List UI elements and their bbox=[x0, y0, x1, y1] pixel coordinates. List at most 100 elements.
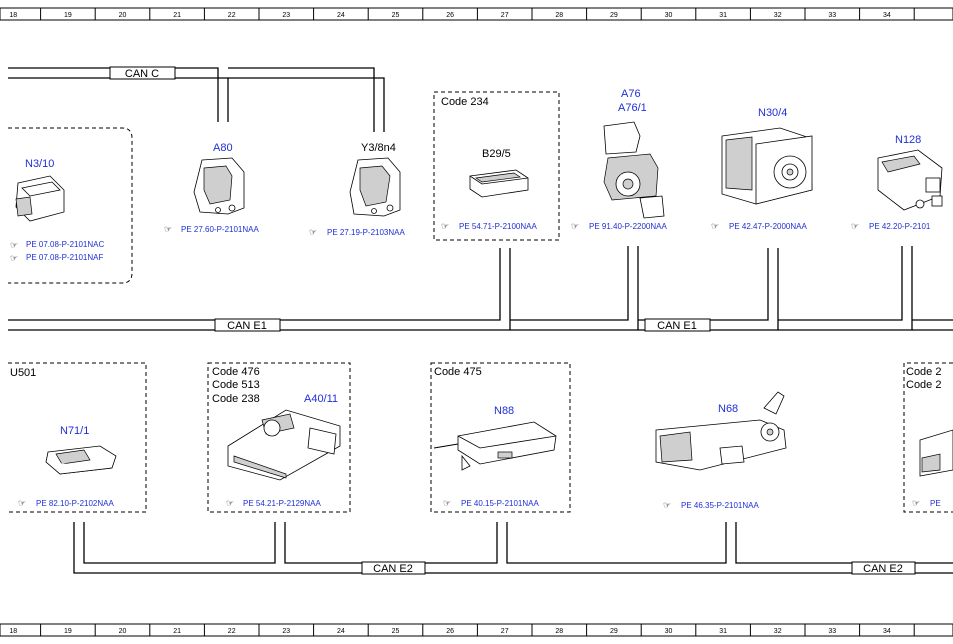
pointing-hand-icon: ☞ bbox=[441, 221, 449, 231]
component-a76[interactable]: A76 A76/1 ☞ PE 91.40-P-2200NAA bbox=[571, 88, 667, 231]
can-e2-bus: CAN E2 CAN E2 bbox=[73, 522, 953, 575]
component-a80[interactable]: A80 ☞ PE 27.60-P-2101NAA bbox=[164, 142, 259, 234]
reference-link[interactable]: PE 27.60-P-2101NAA bbox=[181, 225, 259, 234]
reference-link[interactable]: PE 91.40-P-2200NAA bbox=[589, 222, 667, 231]
component-id: N30/4 bbox=[758, 107, 787, 119]
ruler-column-number: 25 bbox=[392, 628, 400, 635]
sensor-box-icon bbox=[469, 169, 529, 198]
pointing-hand-icon: ☞ bbox=[663, 500, 671, 510]
component-n88[interactable]: Code 475 N88 ☞ PE 40.15-P-2101NAA bbox=[433, 366, 557, 508]
ruler-column-number: 33 bbox=[828, 12, 836, 19]
ruler-column-number: 33 bbox=[828, 628, 836, 635]
component-b29-5[interactable]: Code 234 B29/5 ☞ PE 54.71-P-2100NAA bbox=[441, 96, 537, 231]
code-475-group-box bbox=[430, 362, 571, 513]
ruler-column-number: 30 bbox=[665, 12, 673, 19]
module-housing-icon bbox=[193, 157, 245, 215]
component-n68[interactable]: N68 ☞ PE 46.35-P-2101NAA bbox=[655, 391, 787, 510]
can-e2-label-left: CAN E2 bbox=[373, 563, 413, 575]
ruler-column-number: 30 bbox=[665, 628, 673, 635]
reference-link[interactable]: PE 54.21-P-2129NAA bbox=[243, 499, 321, 508]
component-y3-8n4[interactable]: Y3/8n4 ☞ PE 27.19-P-2103NAA bbox=[309, 142, 405, 237]
component-id: N128 bbox=[895, 134, 921, 146]
ruler-column-number: 26 bbox=[446, 628, 454, 635]
code-label-3: Code 238 bbox=[212, 393, 260, 405]
ruler-column-number: 28 bbox=[555, 12, 563, 19]
reference-link[interactable]: PE 46.35-P-2101NAA bbox=[681, 501, 759, 510]
pointing-hand-icon: ☞ bbox=[18, 498, 26, 508]
component-n71-1[interactable]: U501 N71/1 ☞ PE 82.10-P-2102NAA bbox=[10, 367, 117, 508]
ruler-column-number: 21 bbox=[173, 12, 181, 19]
ruler-column-number: 31 bbox=[719, 628, 727, 635]
pointing-hand-icon: ☞ bbox=[851, 221, 859, 231]
ruler-column-number: 26 bbox=[446, 12, 454, 19]
engine-control-unit-icon bbox=[15, 175, 65, 222]
ruler-column-number: 34 bbox=[883, 12, 891, 19]
component-id: A80 bbox=[213, 142, 233, 154]
pointing-hand-icon: ☞ bbox=[10, 253, 18, 263]
ruler-column-number: 32 bbox=[774, 12, 782, 19]
component-a40-11[interactable]: Code 476 Code 513 Code 238 A40/11 ☞ PE 5… bbox=[212, 366, 341, 508]
reference-link[interactable]: PE 82.10-P-2102NAA bbox=[36, 499, 114, 508]
ruler-column-number: 21 bbox=[173, 628, 181, 635]
component-id: Y3/8n4 bbox=[361, 142, 396, 154]
ruler-column-number: 20 bbox=[119, 628, 127, 635]
ruler-column-number: 25 bbox=[392, 12, 400, 19]
reference-link[interactable]: PE 54.71-P-2100NAA bbox=[459, 222, 537, 231]
code-label-2: Code 2 bbox=[906, 379, 941, 391]
can-e2-label-right: CAN E2 bbox=[863, 563, 903, 575]
ruler-column-number: 19 bbox=[64, 12, 72, 19]
partial-right-group-box bbox=[903, 362, 953, 513]
ruler-column-number: 23 bbox=[282, 628, 290, 635]
component-id: N71/1 bbox=[60, 425, 89, 437]
ruler-column-number: 18 bbox=[9, 628, 17, 635]
pointing-hand-icon: ☞ bbox=[711, 221, 719, 231]
ruler-column-number: 19 bbox=[64, 628, 72, 635]
pointing-hand-icon: ☞ bbox=[309, 227, 317, 237]
reference-link[interactable]: PE bbox=[930, 499, 941, 508]
component-id: N3/10 bbox=[25, 158, 54, 170]
pointing-hand-icon: ☞ bbox=[571, 221, 579, 231]
pointing-hand-icon: ☞ bbox=[443, 498, 451, 508]
ruler-column-number: 24 bbox=[337, 628, 345, 635]
component-partial-right[interactable]: Code 2 Code 2 ☞ PE bbox=[906, 366, 953, 508]
can-e1-label-right: CAN E1 bbox=[657, 320, 697, 332]
tire-pressure-module-icon bbox=[433, 421, 557, 471]
component-n128[interactable]: N128 ☞ PE 42.20-P-2101 bbox=[851, 134, 943, 231]
component-n3-10[interactable]: N3/10 ☞ PE 07.08-P-2101NAC ☞ PE 07.08-P-… bbox=[10, 158, 104, 263]
ruler-column-number: 32 bbox=[774, 628, 782, 635]
reference-link[interactable]: PE 42.47-P-2000NAA bbox=[729, 222, 807, 231]
n3-10-group-box bbox=[8, 127, 133, 284]
ruler-column-number: 27 bbox=[501, 12, 509, 19]
valve-body-module-icon bbox=[349, 157, 401, 217]
reference-link-2[interactable]: PE 07.08-P-2101NAF bbox=[26, 253, 103, 262]
reference-link-1[interactable]: PE 07.08-P-2101NAC bbox=[26, 240, 104, 249]
can-e1-bus: CAN E1 CAN E1 bbox=[8, 246, 953, 332]
component-id: A76 bbox=[621, 88, 641, 100]
ruler-column-number: 20 bbox=[119, 12, 127, 19]
pointing-hand-icon: ☞ bbox=[164, 224, 172, 234]
multicontour-unit-icon bbox=[227, 409, 341, 481]
electric-parking-brake-icon bbox=[877, 149, 943, 211]
ruler-column-number: 29 bbox=[610, 628, 618, 635]
ruler-column-number: 31 bbox=[719, 12, 727, 19]
code-label-1: Code 476 bbox=[212, 366, 260, 378]
component-n30-4[interactable]: N30/4 ☞ PE 42.47-P-2000NAA bbox=[711, 107, 813, 231]
pointing-hand-icon: ☞ bbox=[912, 498, 920, 508]
reference-link[interactable]: PE 40.15-P-2101NAA bbox=[461, 499, 539, 508]
reference-link[interactable]: PE 42.20-P-2101 bbox=[869, 222, 931, 231]
reference-link[interactable]: PE 27.19-P-2103NAA bbox=[327, 228, 405, 237]
steering-column-module-icon bbox=[655, 391, 787, 471]
component-id: N68 bbox=[718, 403, 738, 415]
ruler-column-number: 22 bbox=[228, 12, 236, 19]
component-id-secondary: A76/1 bbox=[618, 102, 647, 114]
code-label: Code 475 bbox=[434, 366, 482, 378]
code-label: U501 bbox=[10, 367, 36, 379]
component-id: B29/5 bbox=[482, 148, 511, 160]
seat-belt-tensioner-icon bbox=[603, 121, 665, 219]
can-e1-label-left: CAN E1 bbox=[227, 320, 267, 332]
ruler-column-number: 29 bbox=[610, 12, 618, 19]
code-label: Code 234 bbox=[441, 96, 489, 108]
ruler-column-number: 24 bbox=[337, 12, 345, 19]
